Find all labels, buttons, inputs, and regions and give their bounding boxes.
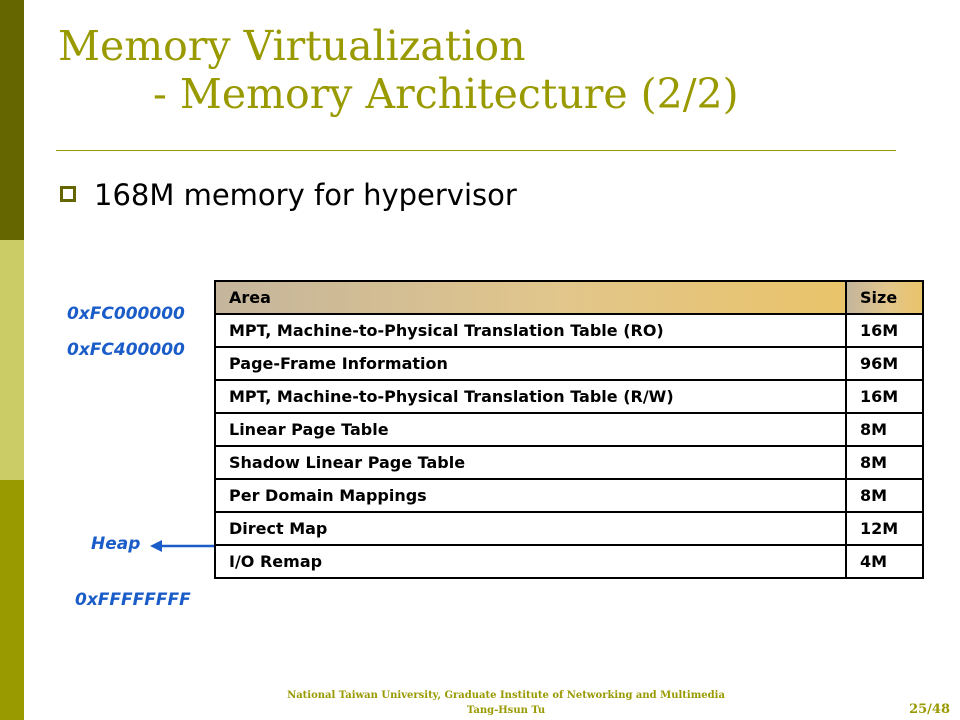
slide-title-line2: - Memory Architecture (2/2) xyxy=(153,70,739,118)
table-row: MPT, Machine-to-Physical Translation Tab… xyxy=(214,313,924,348)
slide-title-line1: Memory Virtualization xyxy=(58,22,526,70)
address-start-label: 0xFC000000 xyxy=(67,304,185,324)
footer-author: Tang-Hsun Tu xyxy=(466,705,546,716)
sidebar-segment-light xyxy=(0,240,24,480)
sidebar-segment-mid xyxy=(0,480,24,720)
sidebar-decoration xyxy=(0,0,24,720)
cell-size: 16M xyxy=(845,313,924,348)
bullet-text: 168M memory for hypervisor xyxy=(94,178,517,212)
slide-title: Memory Virtualization - Memory Architect… xyxy=(58,22,739,118)
heap-label: Heap xyxy=(91,534,141,554)
memory-layout-table: Area Size MPT, Machine-to-Physical Trans… xyxy=(214,280,924,579)
table-row: Per Domain Mappings 8M xyxy=(214,478,924,513)
cell-size: 12M xyxy=(845,511,924,546)
sidebar-segment-dark xyxy=(0,0,24,240)
table-row: Direct Map 12M xyxy=(214,511,924,546)
table-header-row: Area Size xyxy=(214,280,924,315)
cell-area: Linear Page Table xyxy=(214,412,847,447)
footer-institution: National Taiwan University, Graduate Ins… xyxy=(287,690,725,701)
header-size: Size xyxy=(845,280,924,315)
cell-size: 8M xyxy=(845,445,924,480)
hollow-square-icon xyxy=(60,186,76,202)
table-row: I/O Remap 4M xyxy=(214,544,924,579)
page-number: 25/48 xyxy=(909,702,950,717)
title-divider xyxy=(56,150,896,151)
cell-area: Page-Frame Information xyxy=(214,346,847,381)
arrow-left-icon xyxy=(150,540,214,552)
address-second-label: 0xFC400000 xyxy=(67,340,185,360)
table-row: MPT, Machine-to-Physical Translation Tab… xyxy=(214,379,924,414)
footer: National Taiwan University, Graduate Ins… xyxy=(246,688,766,718)
cell-size: 8M xyxy=(845,478,924,513)
table-row: Page-Frame Information 96M xyxy=(214,346,924,381)
cell-area: MPT, Machine-to-Physical Translation Tab… xyxy=(214,379,847,414)
cell-size: 8M xyxy=(845,412,924,447)
address-end-label: 0xFFFFFFFF xyxy=(75,590,191,610)
cell-area: Per Domain Mappings xyxy=(214,478,847,513)
cell-area: I/O Remap xyxy=(214,544,847,579)
table-row: Shadow Linear Page Table 8M xyxy=(214,445,924,480)
cell-size: 4M xyxy=(845,544,924,579)
table-row: Linear Page Table 8M xyxy=(214,412,924,447)
header-area: Area xyxy=(214,280,847,315)
bullet-item: 168M memory for hypervisor xyxy=(60,178,517,212)
cell-size: 96M xyxy=(845,346,924,381)
cell-area: Direct Map xyxy=(214,511,847,546)
cell-area: MPT, Machine-to-Physical Translation Tab… xyxy=(214,313,847,348)
cell-area: Shadow Linear Page Table xyxy=(214,445,847,480)
cell-size: 16M xyxy=(845,379,924,414)
